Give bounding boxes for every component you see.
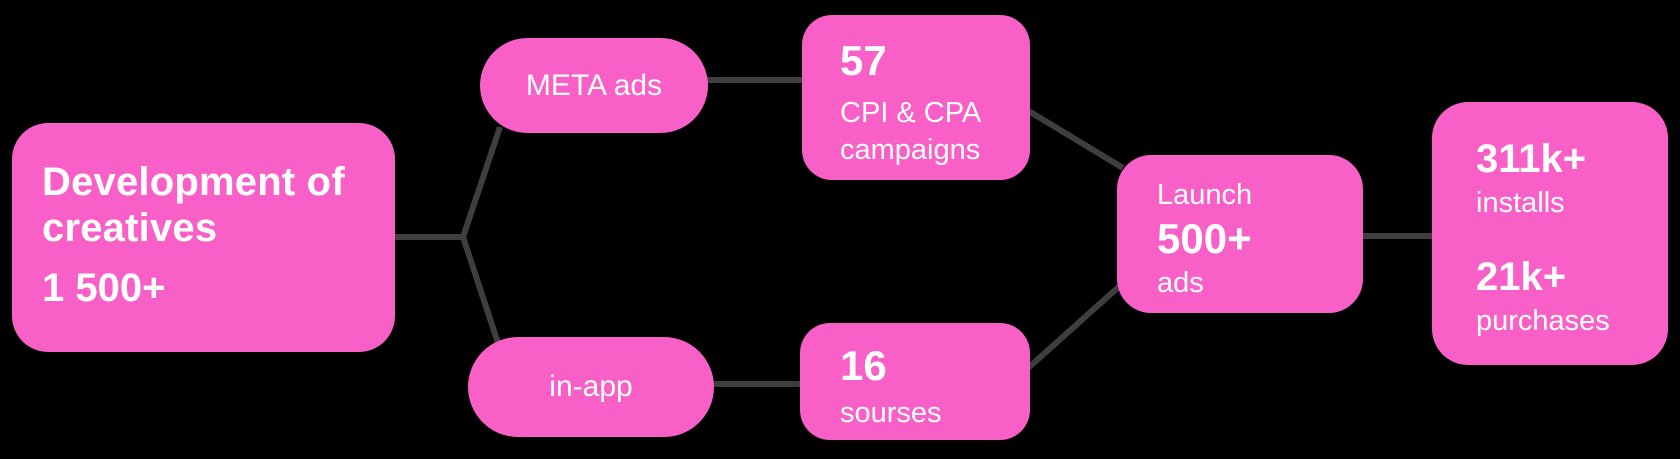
node-results: 311k+ installs 21k+ purchases bbox=[1432, 102, 1668, 365]
connector-sources-to-launch bbox=[1024, 280, 1126, 372]
launch-label-top: Launch bbox=[1157, 179, 1253, 211]
launch-label-bottom: ads bbox=[1157, 267, 1204, 299]
sources-label: sourses bbox=[840, 397, 942, 429]
purchases-group: 21k+ purchases bbox=[1476, 254, 1668, 339]
launch-value: 500+ bbox=[1157, 215, 1252, 262]
installs-value: 311k+ bbox=[1476, 137, 1587, 181]
meta-ads-label: META ads bbox=[525, 68, 663, 102]
installs-label: installs bbox=[1476, 187, 1565, 219]
sources-value: 16 bbox=[840, 342, 887, 389]
purchases-label: purchases bbox=[1476, 305, 1610, 337]
connector-campaigns-to-launch bbox=[1025, 107, 1125, 171]
node-campaigns: 57 CPI & CPA campaigns bbox=[802, 15, 1030, 180]
development-title: Development of creatives bbox=[42, 160, 345, 250]
campaigns-value: 57 bbox=[840, 37, 887, 84]
campaigns-label: CPI & CPA campaigns bbox=[840, 97, 981, 166]
connector-branch-fork bbox=[460, 126, 503, 344]
node-launch-ads: Launch 500+ ads bbox=[1117, 155, 1363, 313]
node-in-app: in-app bbox=[468, 337, 714, 437]
installs-group: 311k+ installs bbox=[1476, 136, 1668, 221]
node-sources: 16 sourses bbox=[800, 323, 1030, 440]
node-meta-ads: META ads bbox=[480, 38, 708, 133]
node-development-of-creatives: Development of creatives 1 500+ bbox=[12, 123, 395, 352]
development-value: 1 500+ bbox=[42, 266, 166, 310]
purchases-value: 21k+ bbox=[1476, 255, 1567, 299]
in-app-label: in-app bbox=[549, 370, 633, 403]
